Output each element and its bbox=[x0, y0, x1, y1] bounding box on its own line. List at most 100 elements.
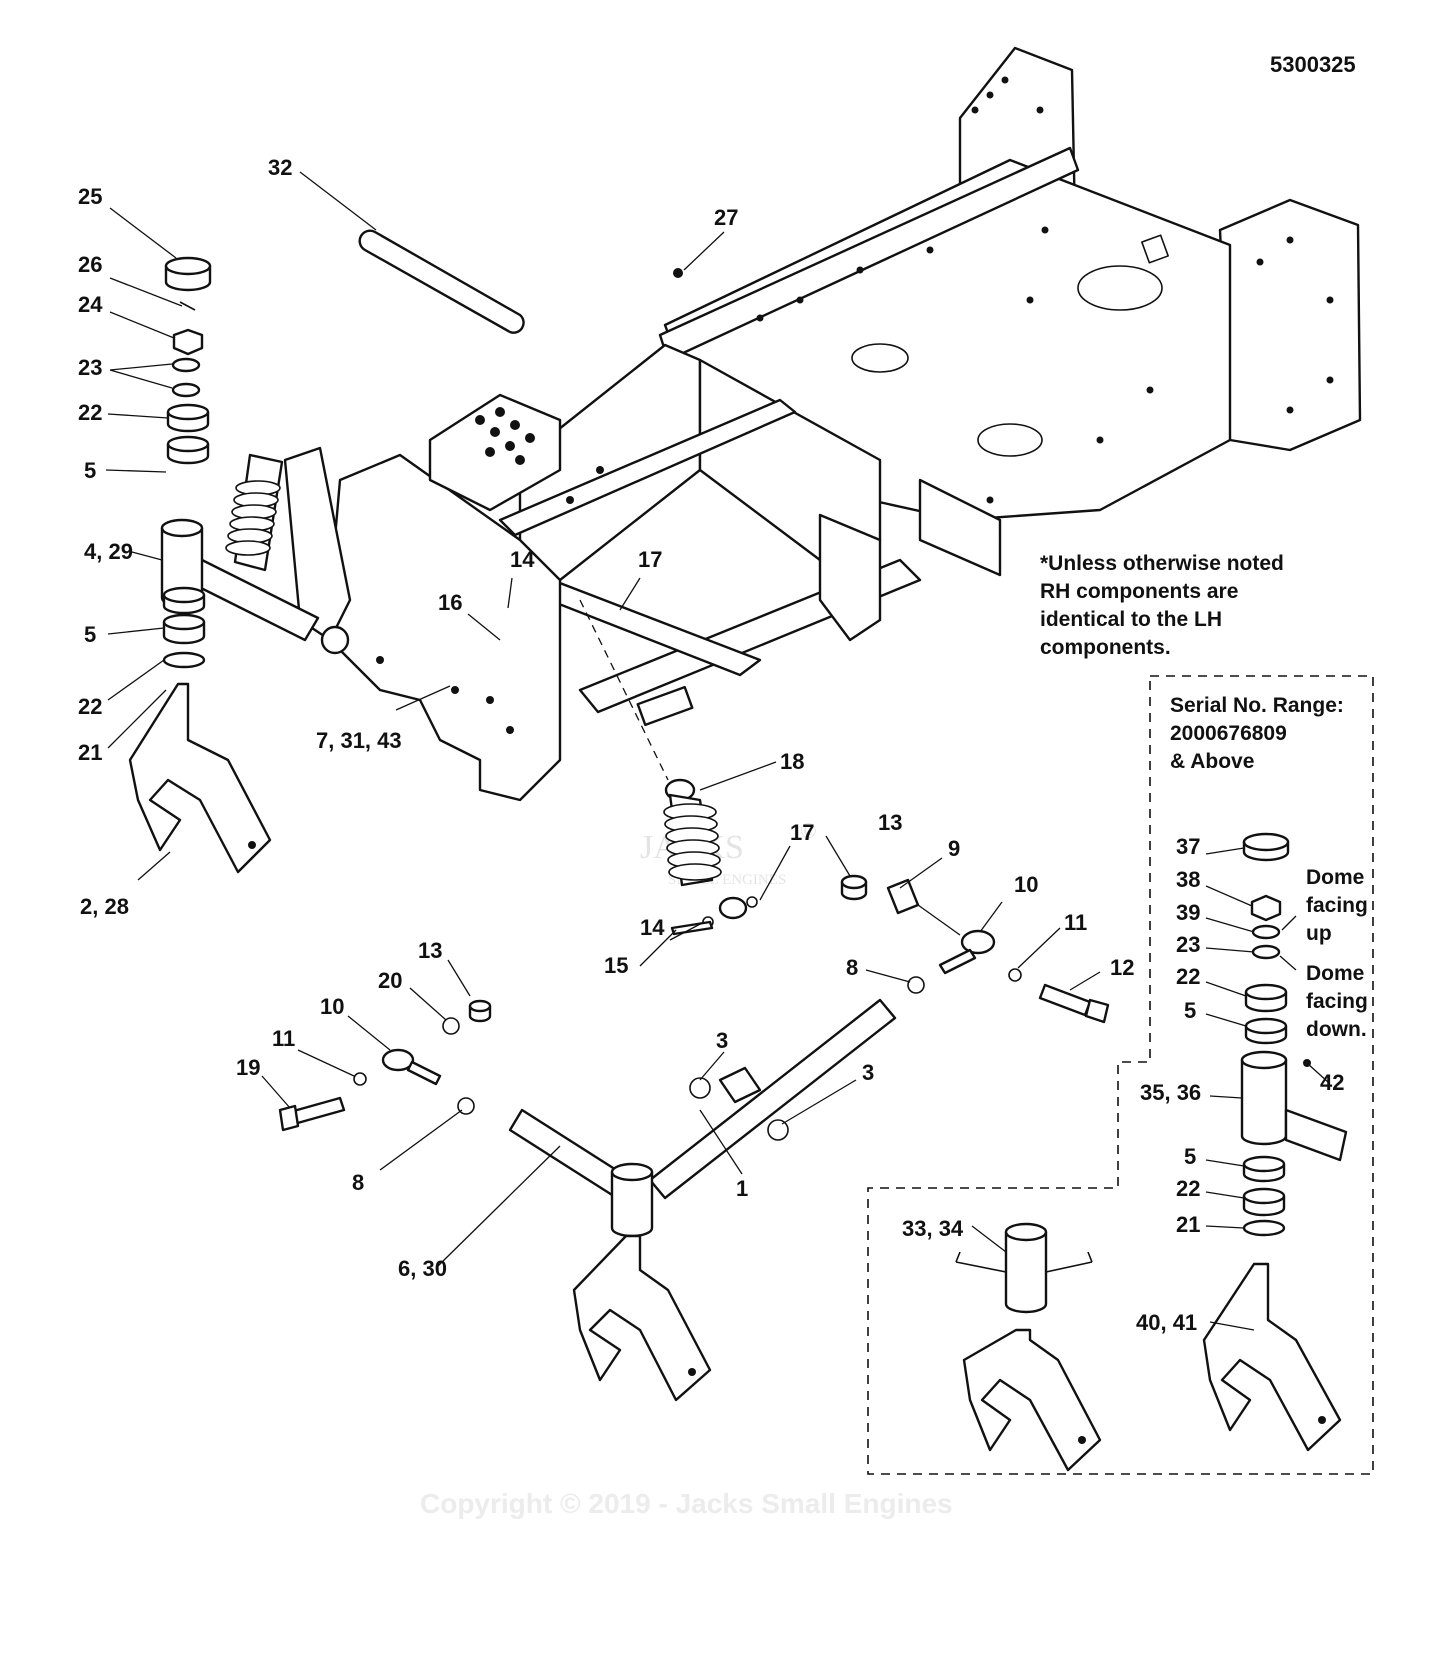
main-frame bbox=[160, 46, 1362, 802]
callout-9: 9 bbox=[948, 836, 960, 861]
rh-frame-extension bbox=[918, 478, 1002, 577]
foot-step bbox=[428, 393, 562, 512]
callout-21b: 21 bbox=[1176, 1212, 1200, 1237]
inset-border bbox=[867, 675, 1374, 1475]
dust-cap-25-top bbox=[164, 256, 212, 276]
callout-33-34: 33, 34 bbox=[902, 1216, 964, 1241]
callout-40-41: 40, 41 bbox=[1136, 1310, 1197, 1335]
castle-nut-24 bbox=[172, 328, 204, 356]
callout-5d: 5 bbox=[1184, 1144, 1196, 1169]
callout-13a: 13 bbox=[878, 810, 902, 835]
callout-8b: 8 bbox=[352, 1170, 364, 1195]
callout-19: 19 bbox=[236, 1055, 260, 1080]
callout-22a: 22 bbox=[78, 400, 102, 425]
tab-plate bbox=[636, 685, 694, 727]
dome-down-note: Dome facing down. bbox=[1306, 962, 1368, 1041]
callout-5b: 5 bbox=[84, 622, 96, 647]
inset-line-3: & Above bbox=[1170, 750, 1254, 773]
race-5b-top bbox=[162, 586, 206, 604]
callouts: 32 25 26 24 23 22 5 4, 29 5 22 21 2, 28 … bbox=[78, 155, 1344, 1335]
drawing-number: 5300325 bbox=[1270, 52, 1356, 77]
dome-up-line-2: facing bbox=[1306, 894, 1368, 917]
dome-up-line-1: Dome bbox=[1306, 866, 1364, 889]
callout-23b: 23 bbox=[1176, 932, 1200, 957]
right-linkage bbox=[840, 874, 1110, 1024]
left-pivot-plate bbox=[283, 446, 352, 642]
general-note: *Unless otherwise noted RH components ar… bbox=[1040, 552, 1284, 659]
note-line-1: *Unless otherwise noted bbox=[1040, 552, 1284, 575]
seal-21a bbox=[162, 651, 206, 669]
dome-down-line-2: facing bbox=[1306, 990, 1368, 1013]
callout-1: 1 bbox=[736, 1176, 748, 1201]
inset-line-1: Serial No. Range: bbox=[1170, 694, 1344, 717]
strap-32 bbox=[358, 229, 525, 334]
race-5a-top bbox=[166, 435, 210, 453]
callout-39: 39 bbox=[1176, 900, 1200, 925]
callout-14b: 14 bbox=[640, 915, 665, 940]
shock-18 bbox=[579, 599, 758, 936]
callout-21a: 21 bbox=[78, 740, 102, 765]
washer-23b bbox=[171, 382, 201, 398]
callout-42: 42 bbox=[1320, 1070, 1344, 1095]
callout-22b: 22 bbox=[78, 694, 102, 719]
dome-up-note: Dome facing up bbox=[1306, 866, 1368, 945]
note-line-3: identical to the LH bbox=[1040, 608, 1222, 631]
axle-end-bushing bbox=[320, 625, 350, 655]
callout-11b: 11 bbox=[272, 1026, 295, 1051]
left-linkage bbox=[278, 999, 492, 1132]
note-line-2: RH components are bbox=[1040, 580, 1238, 603]
lh-spindle-stack bbox=[128, 256, 272, 874]
bearing-22a-top bbox=[166, 403, 210, 421]
callout-15: 15 bbox=[604, 953, 628, 978]
callout-22d: 22 bbox=[1176, 1176, 1200, 1201]
callout-20: 20 bbox=[378, 968, 402, 993]
deck-hole-large bbox=[1077, 265, 1163, 311]
inset-line-2: 2000676809 bbox=[1170, 722, 1287, 745]
callout-17a: 17 bbox=[638, 547, 662, 572]
callout-22c: 22 bbox=[1176, 964, 1200, 989]
callout-5c: 5 bbox=[1184, 998, 1196, 1023]
bearing-22b-top bbox=[162, 613, 206, 631]
callout-4-29: 4, 29 bbox=[84, 539, 133, 564]
deck-hole-right bbox=[977, 423, 1043, 457]
deck-hole-left bbox=[851, 343, 909, 373]
callout-11a: 11 bbox=[1064, 910, 1087, 935]
watermark-mark: © bbox=[800, 818, 817, 843]
callout-25: 25 bbox=[78, 184, 102, 209]
callout-37: 37 bbox=[1176, 834, 1200, 859]
callout-35-36: 35, 36 bbox=[1140, 1080, 1201, 1105]
callout-23a: 23 bbox=[78, 355, 102, 380]
lh-caster-tube-top bbox=[160, 518, 204, 538]
callout-18: 18 bbox=[780, 749, 804, 774]
pivot-shock-coils bbox=[225, 480, 281, 556]
front-bracket-plate bbox=[328, 453, 562, 802]
callout-38: 38 bbox=[1176, 867, 1200, 892]
front-axle-6 bbox=[508, 998, 897, 1402]
inset-title: Serial No. Range: 2000676809 & Above bbox=[1170, 694, 1344, 773]
callout-8a: 8 bbox=[846, 955, 858, 980]
callout-10a: 10 bbox=[1014, 872, 1038, 897]
callout-12: 12 bbox=[1110, 955, 1134, 980]
leader-lines bbox=[105, 171, 1329, 1331]
callout-7-31-43: 7, 31, 43 bbox=[316, 728, 402, 753]
callout-3a: 3 bbox=[716, 1028, 728, 1053]
inset-serial-range bbox=[867, 675, 1374, 1475]
callout-3b: 3 bbox=[862, 1060, 874, 1085]
note-line-4: components. bbox=[1040, 636, 1171, 659]
copyright-notice: Copyright © 2019 - Jacks Small Engines bbox=[420, 1488, 953, 1519]
callout-6-30: 6, 30 bbox=[398, 1256, 447, 1281]
dome-up-line-3: up bbox=[1306, 922, 1332, 945]
callout-10b: 10 bbox=[320, 994, 344, 1019]
caster-fork-2 bbox=[128, 682, 272, 874]
callout-13b: 13 bbox=[418, 938, 442, 963]
callout-14a: 14 bbox=[510, 547, 535, 572]
washer-23a bbox=[171, 357, 201, 373]
cotter-pin-26 bbox=[179, 301, 196, 311]
bolt-27 bbox=[673, 268, 683, 278]
callout-27: 27 bbox=[714, 205, 738, 230]
callout-24: 24 bbox=[78, 292, 103, 317]
callout-16: 16 bbox=[438, 590, 462, 615]
deck-slot bbox=[1141, 234, 1169, 264]
dome-down-line-1: Dome bbox=[1306, 962, 1364, 985]
